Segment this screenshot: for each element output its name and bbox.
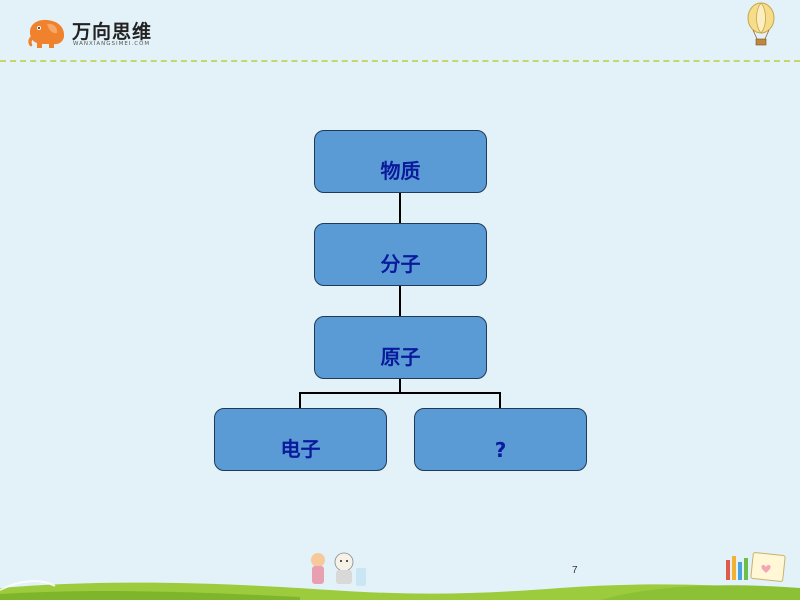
logo-chinese-text: 万向思维 [72, 21, 153, 43]
node-atom-label: 原子 [380, 345, 421, 369]
hot-air-balloon-icon [747, 2, 775, 46]
connector-matter-molecule [399, 192, 401, 224]
node-unknown: ? [414, 408, 587, 471]
node-molecule: 分子 [314, 223, 487, 286]
cartoon-kids-icon [311, 552, 366, 586]
node-atom: 原子 [314, 316, 487, 379]
node-molecule-label: 分子 [380, 252, 421, 276]
connector-atom-down [399, 378, 401, 393]
node-unknown-label: ? [494, 438, 507, 462]
connector-branch-horizontal [299, 392, 501, 394]
pencils-and-note-icon [726, 552, 786, 582]
node-matter: 物质 [314, 130, 487, 193]
node-electron: 电子 [214, 408, 387, 471]
elephant-icon [28, 19, 65, 48]
connector-to-electron [299, 392, 301, 409]
connector-molecule-atom [399, 285, 401, 317]
header-divider [0, 60, 800, 62]
connector-to-unknown [499, 392, 501, 409]
brand-logo: 万向思维 WANXIANGSIMEI.COM [25, 15, 165, 49]
node-electron-label: 电子 [280, 437, 321, 461]
node-matter-label: 物质 [380, 159, 421, 183]
logo-english-text: WANXIANGSIMEI.COM [73, 41, 151, 47]
page-number: 7 [572, 565, 578, 576]
